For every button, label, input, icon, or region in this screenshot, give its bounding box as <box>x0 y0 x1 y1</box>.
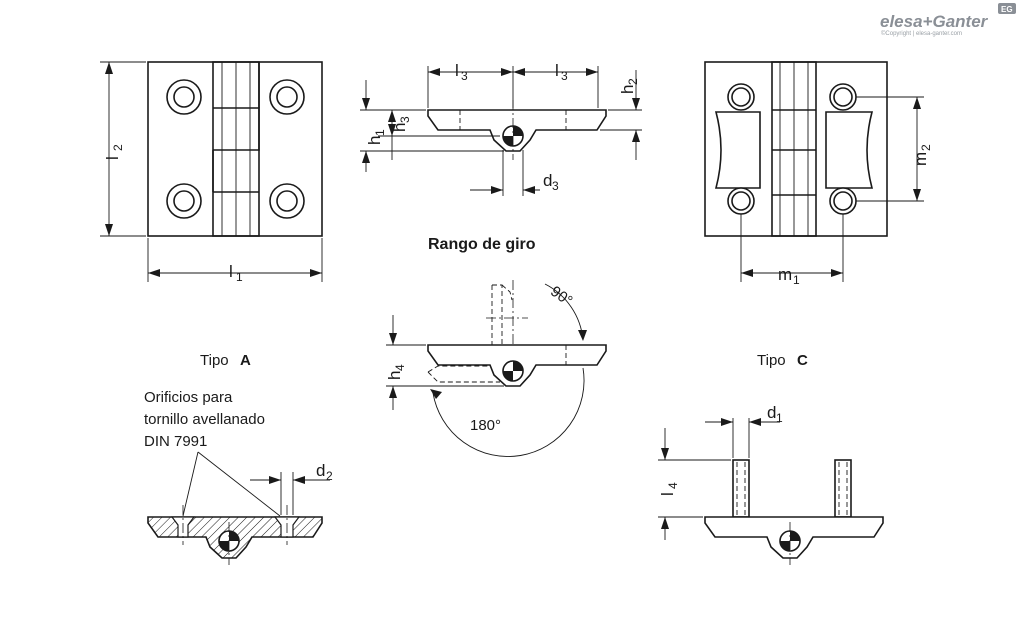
rotation-range-title: Rango de giro <box>428 236 536 253</box>
svg-text:3: 3 <box>398 116 412 123</box>
svg-text:1: 1 <box>236 270 243 284</box>
svg-text:Tipo: Tipo <box>757 352 786 369</box>
hinge-plate-outline <box>147 61 323 237</box>
recess-pocket <box>825 111 874 189</box>
countersunk-hole <box>269 183 305 219</box>
svg-text:m: m <box>778 265 792 284</box>
svg-text:h: h <box>365 136 384 145</box>
type-c-section: Tipo C d 1 l 4 <box>658 352 884 565</box>
brand-badge-icon <box>998 3 1016 14</box>
svg-text:tornillo avellanado: tornillo avellanado <box>144 411 265 428</box>
type-a-section: Tipo A Orificios para tornillo avellanad… <box>144 352 333 565</box>
svg-text:l: l <box>555 61 559 80</box>
svg-text:l: l <box>229 262 233 281</box>
svg-text:2: 2 <box>626 78 640 85</box>
svg-text:Tipo: Tipo <box>200 352 229 369</box>
brand-name: elesa+Ganter <box>880 12 989 31</box>
angle-180-label: 180° <box>470 417 501 434</box>
dimension-d2: d 2 <box>316 461 333 483</box>
mounting-hole <box>727 187 755 215</box>
dimension-l2: l 2 <box>103 144 125 160</box>
mounting-hole <box>829 187 857 215</box>
svg-text:4: 4 <box>393 364 407 371</box>
brand-logo: elesa+Ganter EG ©Copyright | elesa-gante… <box>880 3 1016 37</box>
mounting-hole <box>829 83 857 111</box>
side-view: l 3 l 3 h 2 h 1 h <box>360 61 642 196</box>
dimension-l1: l 1 <box>229 262 243 284</box>
dimension-l3-right: l 3 <box>555 61 568 83</box>
svg-text:2: 2 <box>111 144 125 151</box>
svg-text:2: 2 <box>919 144 933 151</box>
svg-text:h: h <box>385 371 404 380</box>
angle-90-label: 90° <box>547 283 575 310</box>
svg-text:DIN 7991: DIN 7991 <box>144 433 207 450</box>
rotation-arc-180 <box>432 367 585 457</box>
svg-text:m: m <box>911 152 930 166</box>
svg-text:1: 1 <box>373 129 387 136</box>
svg-text:3: 3 <box>552 179 559 193</box>
brand-badge-text: EG <box>1001 5 1013 14</box>
leader-line <box>182 451 199 517</box>
svg-text:2: 2 <box>326 469 333 483</box>
svg-text:A: A <box>240 352 251 369</box>
svg-text:l: l <box>658 492 677 496</box>
svg-text:3: 3 <box>561 69 568 83</box>
dimension-h4: h 4 <box>385 364 407 380</box>
dimension-d3: d 3 <box>543 171 559 193</box>
dimension-l4: l 4 <box>658 482 680 496</box>
svg-text:l: l <box>103 156 122 160</box>
svg-text:3: 3 <box>461 69 468 83</box>
rotation-range-view: Rango de giro 90° 180° h 4 <box>385 236 607 457</box>
threaded-stud <box>732 459 750 518</box>
front-view-type-a: l 2 l 1 <box>100 61 323 284</box>
rear-view-type-c: m 2 m 1 <box>704 61 933 287</box>
countersink-note: Orificios para tornillo avellanado DIN 7… <box>144 389 265 450</box>
svg-text:4: 4 <box>666 482 680 489</box>
svg-text:d: d <box>316 461 325 480</box>
brand-copyright: ©Copyright | elesa-ganter.com <box>881 30 962 37</box>
dimension-h1: h 1 <box>365 129 387 145</box>
svg-text:d: d <box>767 403 776 422</box>
dimension-h3: h 3 <box>390 116 412 132</box>
countersunk-hole <box>269 79 305 115</box>
svg-text:l: l <box>455 61 459 80</box>
threaded-stud <box>834 459 852 518</box>
svg-text:d: d <box>543 171 552 190</box>
svg-text:1: 1 <box>793 273 800 287</box>
svg-text:h: h <box>390 123 409 132</box>
leader-line <box>197 451 281 517</box>
recess-pocket <box>714 111 761 189</box>
dimension-m1: m 1 <box>778 265 800 287</box>
svg-text:Orificios para: Orificios para <box>144 389 233 406</box>
countersunk-hole <box>166 79 202 115</box>
svg-text:h: h <box>618 85 637 94</box>
dimension-m2: m 2 <box>911 144 933 166</box>
svg-text:C: C <box>797 352 808 369</box>
dimension-d1: d 1 <box>767 403 783 425</box>
mounting-hole <box>727 83 755 111</box>
dimension-l3-left: l 3 <box>455 61 468 83</box>
countersunk-hole <box>166 183 202 219</box>
type-c-label: Tipo C <box>757 352 808 369</box>
svg-text:1: 1 <box>776 411 783 425</box>
dimension-h2: h 2 <box>618 78 640 94</box>
type-a-label: Tipo A <box>200 352 251 369</box>
